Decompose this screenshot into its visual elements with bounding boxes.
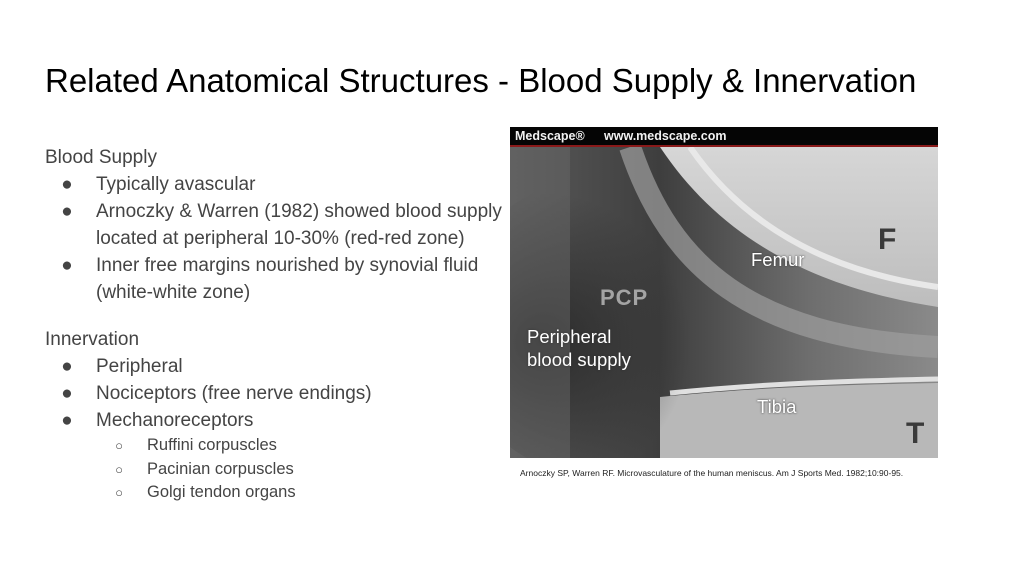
femur-label: Femur xyxy=(751,249,805,270)
sub-list-item: ○ Golgi tendon organs xyxy=(45,481,505,505)
peripheral-vessel-shading xyxy=(510,177,750,458)
list-item: ● Mechanoreceptors xyxy=(45,407,505,434)
list-item: ● Inner free margins nourished by synovi… xyxy=(45,252,505,306)
list-item-text: Inner free margins nourished by synovial… xyxy=(96,255,479,303)
medscape-logo: Medscape® xyxy=(515,129,585,143)
list-item-text: Nociceptors (free nerve endings) xyxy=(96,383,372,404)
hollow-bullet-icon: ○ xyxy=(115,485,123,500)
bullet-icon: ● xyxy=(61,174,73,195)
list-item: ● Peripheral xyxy=(45,353,505,380)
bullet-icon: ● xyxy=(61,201,73,222)
femur-letter-label: F xyxy=(878,223,897,256)
list-item: ● Typically avascular xyxy=(45,171,505,198)
list-item-text: Typically avascular xyxy=(96,174,256,195)
tibia-letter-label: T xyxy=(906,417,925,450)
medscape-url: www.medscape.com xyxy=(604,129,727,143)
bullet-icon: ● xyxy=(61,410,73,431)
sub-list-item: ○ Pacinian corpuscles xyxy=(45,458,505,482)
pcp-label: PCP xyxy=(600,285,649,310)
list-item: ● Nociceptors (free nerve endings) xyxy=(45,380,505,407)
blood-supply-heading: Blood Supply xyxy=(45,147,157,168)
figure-citation: Arnoczky SP, Warren RF. Microvasculature… xyxy=(520,468,904,478)
meniscus-microvasculature-image: Medscape® www.medscape.com xyxy=(510,127,938,458)
bullet-icon: ● xyxy=(61,255,73,276)
capsule-region xyxy=(510,147,570,458)
bullet-icon: ● xyxy=(61,356,73,377)
innervation-heading: Innervation xyxy=(45,329,140,350)
peripheral-label-line1: Peripheral xyxy=(527,326,612,347)
list-item-text: Arnoczky & Warren (1982) showed blood su… xyxy=(96,201,502,249)
list-item: ● Arnoczky & Warren (1982) showed blood … xyxy=(45,198,505,252)
hollow-bullet-icon: ○ xyxy=(115,438,123,453)
hollow-bullet-icon: ○ xyxy=(115,461,123,477)
slide-body: Blood Supply ● Typically avascular ● Arn… xyxy=(45,144,505,505)
sub-list-item-text: Ruffini corpuscles xyxy=(147,436,277,454)
radiograph-graphic xyxy=(510,147,938,458)
list-item-text: Mechanoreceptors xyxy=(96,410,254,431)
bullet-icon: ● xyxy=(61,383,73,404)
medscape-header-bar: Medscape® www.medscape.com xyxy=(510,127,938,147)
sub-list-item: ○ Ruffini corpuscles xyxy=(45,434,505,458)
section-spacer xyxy=(45,306,505,326)
slide-title: Related Anatomical Structures - Blood Su… xyxy=(45,62,917,99)
peripheral-label-line2: blood supply xyxy=(527,349,631,370)
innervation-list: ● Peripheral ● Nociceptors (free nerve e… xyxy=(45,353,505,505)
femur-shape xyxy=(660,147,938,307)
sub-list-item-text: Pacinian corpuscles xyxy=(147,459,294,478)
blood-supply-list: ● Typically avascular ● Arnoczky & Warre… xyxy=(45,171,505,306)
femur-cortex-line xyxy=(687,147,938,290)
tibia-label: Tibia xyxy=(757,396,797,417)
list-item-text: Peripheral xyxy=(96,356,183,377)
sub-list-item-text: Golgi tendon organs xyxy=(147,483,296,501)
